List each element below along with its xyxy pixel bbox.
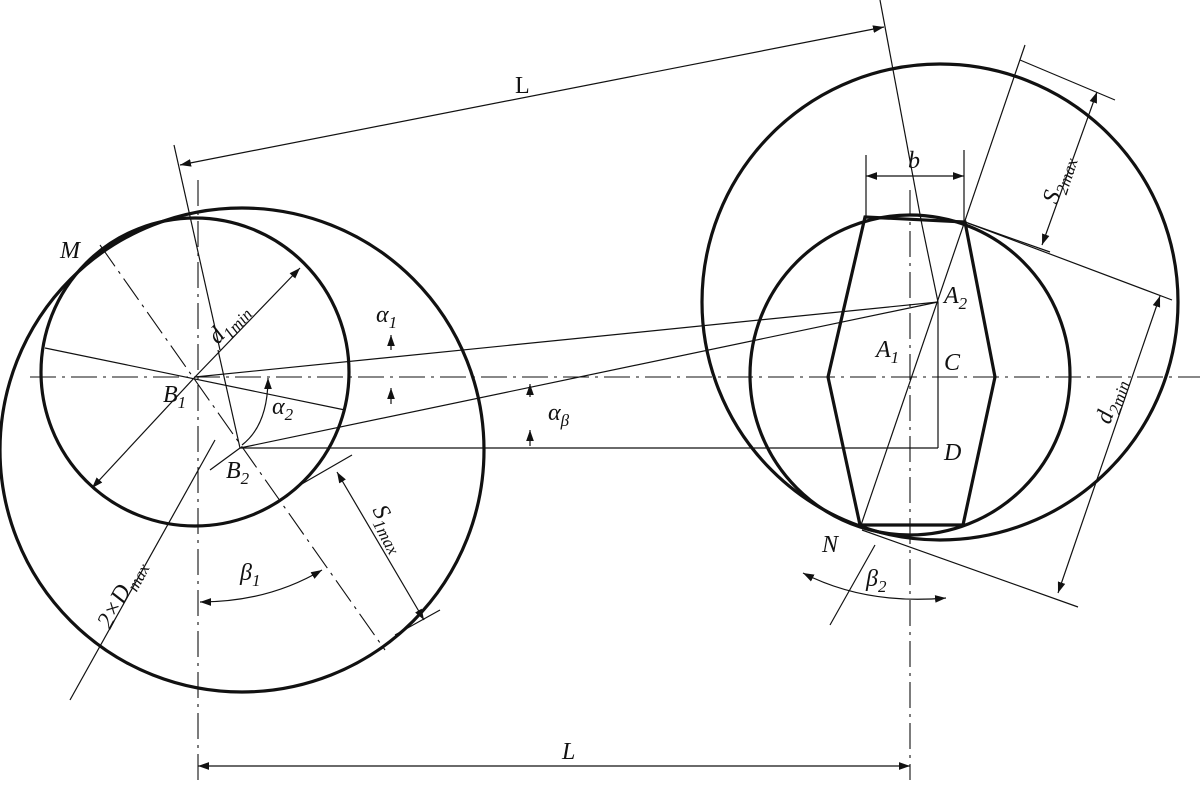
left-large-circle	[0, 206, 486, 694]
label-l-top: L	[515, 73, 530, 99]
label-d1min: d1min	[203, 297, 256, 351]
line-left-long-diag	[69, 439, 216, 701]
right-large-circle	[700, 62, 1180, 542]
label-a1: A1	[874, 337, 899, 367]
d2min-ext-upper	[964, 221, 1173, 301]
dmax-dimension-line	[91, 376, 196, 489]
line-b2-extension	[209, 447, 241, 471]
s2max-ext-upper	[1019, 59, 1116, 101]
label-l-bottom: L	[561, 739, 575, 765]
label-b: b	[908, 148, 920, 174]
beta1-arc	[199, 569, 323, 606]
l-top-ext-left	[173, 144, 221, 351]
line-b1-left-ext	[44, 347, 346, 411]
beta2-arc	[802, 572, 947, 603]
label-s2max: S2max	[1038, 152, 1082, 208]
d2min-dimension-line	[1057, 295, 1161, 594]
alpha2-arc	[241, 377, 272, 446]
label-d: D	[943, 440, 961, 466]
line-a2-tooth	[921, 224, 939, 303]
line-b2-a2	[239, 301, 939, 449]
l-top-ext-right	[879, 0, 923, 226]
label-beta1: β1	[239, 560, 260, 590]
line-mn-right	[859, 44, 1026, 529]
label-a2: A2	[942, 283, 968, 313]
label-c: C	[944, 350, 961, 376]
l-top-dimension-line	[179, 25, 885, 167]
label-alpha1: α1	[376, 302, 397, 332]
label-alpha2: α2	[272, 394, 294, 424]
label-alpha-beta: αβ	[548, 400, 570, 430]
left-small-circle	[39, 216, 351, 528]
label-b1: B1	[163, 382, 186, 412]
label-d2min: d2min	[1091, 375, 1134, 428]
tooth-profile	[826, 215, 997, 527]
line-b1-b2	[217, 349, 241, 449]
s1max-dimension-line	[336, 471, 425, 621]
label-beta2: β2	[865, 566, 887, 596]
s1max-ext-lower	[394, 609, 441, 636]
label-b2: B2	[226, 458, 250, 488]
label-dmax: 2×Dmax	[92, 555, 153, 635]
label-m: M	[59, 238, 82, 264]
s1max-ext-upper	[299, 454, 353, 486]
line-b1-a2	[194, 301, 939, 378]
d2min-ext-lower	[861, 529, 1079, 608]
label-n: N	[821, 532, 840, 558]
s2max-dimension-line	[1041, 91, 1098, 246]
d1min-dimension-line	[194, 267, 301, 378]
